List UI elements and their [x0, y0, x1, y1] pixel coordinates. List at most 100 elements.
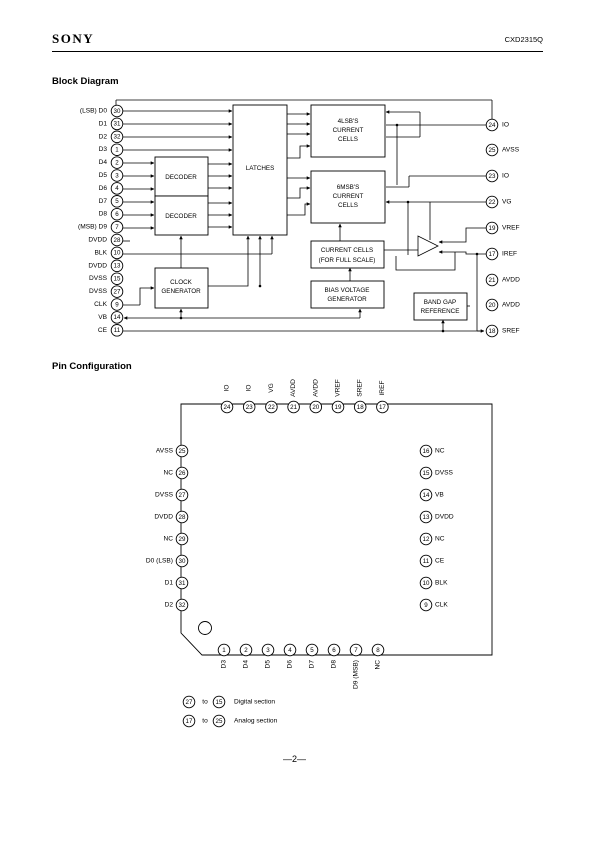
- pc-left-pin-label: DVDD: [154, 514, 173, 521]
- pc-bottom-pin-circle: 1: [217, 643, 231, 657]
- bd-left-pin-label: D1: [99, 120, 108, 127]
- bd-right-pin-circle: 25: [485, 143, 499, 157]
- bd-left-pin-circle: 14: [110, 311, 124, 324]
- pin-number: 28: [114, 237, 121, 244]
- pc-top-pin-circle: 24: [220, 400, 234, 414]
- pin-number: 21: [290, 404, 297, 411]
- pc-bottom-pin-circle: 2: [239, 643, 253, 657]
- bd-left-pin-label: (LSB) D0: [80, 108, 107, 115]
- page-number: —2—: [283, 754, 307, 764]
- msb-current-cells-block: [310, 170, 386, 224]
- pc-top-pin-circle: 19: [331, 400, 345, 414]
- pin-number: 27: [114, 288, 121, 295]
- bd-right-pin-circle: 21: [485, 273, 499, 287]
- latches-label: LATCHES: [246, 165, 275, 172]
- bd-right-pin-label: IO: [502, 122, 509, 129]
- pc-left-pin-circle: 30: [175, 554, 189, 568]
- pc-right-pin-circle: 12: [419, 532, 433, 546]
- pc-left-pin-label: D0 (LSB): [146, 558, 173, 565]
- legend-to-pin: 15: [212, 695, 226, 709]
- bias-voltage-generator-block: [310, 280, 385, 309]
- pin-number: 25: [216, 718, 223, 725]
- pin-number: 4: [288, 647, 292, 654]
- pc-bottom-pin-label: D8: [331, 660, 338, 669]
- bd-left-pin-label: CLK: [94, 301, 107, 308]
- pin-number: 31: [179, 580, 186, 587]
- bd-right-pin-label: VREF: [502, 225, 520, 232]
- pc-bottom-pin-circle: 8: [371, 643, 385, 657]
- pin-number: 15: [114, 276, 121, 283]
- bd-left-pin-circle: 2: [110, 156, 124, 169]
- legend-from-pin: 17: [182, 714, 196, 728]
- sony-logo: SONY: [52, 31, 95, 46]
- bd-left-pin-label: BLK: [95, 249, 108, 256]
- lsb-current-cells-block: [310, 104, 386, 158]
- pc-right-pin-circle: 9: [419, 598, 433, 612]
- pin-number: 9: [424, 602, 428, 609]
- pin-number: 22: [489, 199, 496, 206]
- pc-right-pin-label: NC: [435, 536, 445, 543]
- pc-right-pin-label: NC: [435, 448, 445, 455]
- bd-left-pin-circle: 5: [110, 195, 124, 208]
- bd-right-pin-circle: 17: [485, 247, 499, 261]
- bd-left-pin-circle: 4: [110, 182, 124, 195]
- pc-bottom-pin-circle: 5: [305, 643, 319, 657]
- pin-number: 9: [115, 301, 119, 308]
- pin-number: 1: [115, 147, 119, 154]
- bd-left-pin-label: D6: [99, 185, 108, 192]
- pc-top-pin-circle: 20: [309, 400, 323, 414]
- decoder-block-2: [154, 195, 209, 236]
- header-rule: [52, 51, 543, 52]
- legend-text: Analog section: [234, 718, 278, 725]
- pin-number: 1: [222, 647, 226, 654]
- pc-bottom-pin-circle: 3: [261, 643, 275, 657]
- pc-left-pin-label: NC: [163, 536, 173, 543]
- bd-left-pin-label: DVDD: [88, 237, 107, 244]
- pin-number: 30: [179, 558, 186, 565]
- band-gap-line1: BAND GAP: [424, 299, 457, 306]
- bias-gen-line2: GENERATOR: [327, 296, 367, 303]
- part-number: CXD2315Q: [504, 35, 543, 44]
- pc-bottom-pin-circle: 4: [283, 643, 297, 657]
- pc-bottom-pin-label: D9 (MSB): [353, 660, 360, 689]
- pin-number: 2: [244, 647, 248, 654]
- clock-gen-line2: GENERATOR: [161, 288, 201, 295]
- bd-left-pin-label: DVSS: [89, 275, 108, 282]
- full-scale-current-cells-block: [310, 240, 385, 269]
- pc-left-pin-label: D1: [165, 580, 174, 587]
- pc-right-pin-circle: 14: [419, 488, 433, 502]
- pin-number: 23: [489, 173, 496, 180]
- pin-number: 23: [246, 404, 253, 411]
- pc-right-pin-circle: 10: [419, 576, 433, 590]
- pc-right-pin-circle: 11: [419, 554, 433, 568]
- bd-left-pin-circle: 7: [110, 220, 124, 234]
- bias-gen-line1: BIAS VOLTAGE: [325, 287, 370, 294]
- pin-number: 21: [489, 277, 496, 284]
- block-diagram-left-pins: 30(LSB) D031D132D21D32D43D54D65D76D87(MS…: [78, 104, 124, 337]
- pc-right-pin-circle: 13: [419, 510, 433, 524]
- bd-left-pin-circle: 31: [110, 117, 124, 131]
- pc-right-pin-circle: 15: [419, 466, 433, 480]
- pin-number: 18: [357, 404, 364, 411]
- band-gap-line2: REFERENCE: [421, 308, 460, 315]
- bd-right-pin-label: IREF: [502, 251, 517, 258]
- pin-number: 6: [115, 211, 119, 218]
- full-scale-line2: (FOR FULL SCALE): [319, 257, 376, 264]
- pc-bottom-pin-label: D3: [221, 660, 228, 669]
- pin-number: 18: [489, 328, 496, 335]
- legend-text: Digital section: [234, 699, 275, 706]
- legend-to-word: to: [202, 718, 208, 725]
- bd-left-pin-circle: 6: [110, 207, 124, 221]
- bd-left-pin-circle: 30: [110, 104, 124, 118]
- pin-number: 29: [179, 536, 186, 543]
- legend-to-pin: 25: [212, 714, 226, 728]
- pin-number: 25: [179, 448, 186, 455]
- decoder-label-2: DECODER: [165, 213, 197, 220]
- pc-top-pin-label: VG: [268, 383, 275, 393]
- pin-number: 16: [423, 448, 430, 455]
- pc-right-pin-label: DVSS: [435, 470, 454, 477]
- pin-number: 14: [423, 492, 430, 499]
- pin-number: 12: [423, 536, 430, 543]
- pin-number: 15: [216, 699, 223, 706]
